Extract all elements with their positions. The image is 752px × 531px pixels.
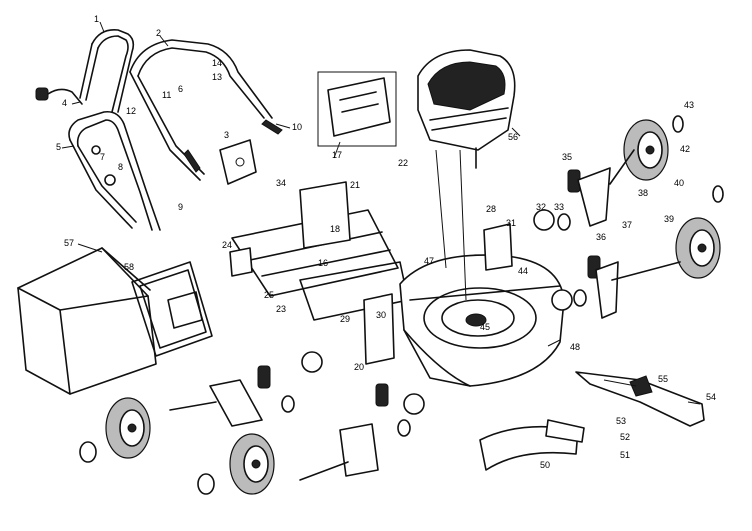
label-lock-nut: 36	[596, 232, 606, 242]
label-blade-adapter: 55	[658, 374, 668, 384]
label-rod: 18	[330, 224, 340, 234]
label-height-bracket: 29	[340, 314, 350, 324]
bracket-drawing	[219, 139, 257, 185]
label-shaft: 45	[480, 322, 490, 332]
skirt-drawing	[479, 419, 585, 471]
wheel-lower-left-1	[105, 397, 151, 459]
label-handle-lower: 2	[156, 28, 161, 38]
label-lever: 22	[398, 158, 408, 168]
label-hub-nut: 39	[664, 214, 674, 224]
label-nut: 23	[276, 304, 286, 314]
hub-caps-drawing	[79, 115, 724, 495]
label-adapter-bolt: 51	[620, 450, 630, 460]
label-gear: 32	[536, 202, 546, 212]
label-handle-upper: 1	[94, 14, 99, 24]
label-blade-washer: 52	[620, 432, 630, 442]
label-handle-bolt: 5	[56, 142, 61, 152]
label-hub-washer: 42	[680, 144, 690, 154]
handle-lower-frame-drawing	[68, 110, 161, 231]
label-hub-cap: 43	[684, 100, 694, 110]
label-engine: 56	[508, 132, 518, 142]
mulch-plug-drawing	[317, 71, 397, 147]
part-labels: 1 2 3 4 5 6 7 8 9 10 11 12 13 14 16 17 1…	[56, 14, 716, 470]
label-rear-shield: 16	[318, 258, 328, 268]
wheel-lower-right	[675, 217, 721, 279]
engine-drawing	[417, 49, 516, 169]
label-deck: 48	[570, 342, 580, 352]
label-baffle: 44	[518, 266, 528, 276]
label-bracket: 3	[224, 130, 229, 140]
label-blade-bolt: 53	[616, 416, 626, 426]
label-knob: 4	[62, 98, 67, 108]
gears-drawing	[281, 209, 587, 437]
label-wheel-bolt: 38	[638, 188, 648, 198]
upper-handle-drawing	[79, 28, 135, 113]
label-blade: 54	[706, 392, 716, 402]
label-door-hinge: 25	[264, 290, 274, 300]
label-height-knob: 35	[562, 152, 572, 162]
label-control-bar: 10	[292, 122, 302, 132]
label-spacer: 31	[506, 218, 516, 228]
label-rear-door: 24	[222, 240, 232, 250]
label-washer: 8	[118, 162, 123, 172]
label-clip: 6	[178, 84, 183, 94]
deck-drawing	[399, 254, 565, 387]
label-spring: 12	[126, 106, 136, 116]
rear-door-drawing	[229, 181, 399, 297]
label-cable-tie: 7	[100, 152, 105, 162]
label-bolt: 21	[350, 180, 360, 190]
label-screw: 14	[212, 58, 222, 68]
label-grass-bag: 57	[64, 238, 74, 248]
label-deflector-bolt: 34	[276, 178, 286, 188]
axle-plates-drawing	[209, 167, 619, 477]
bag-frame-drawing	[131, 261, 213, 357]
wheel-lower-left-2	[229, 433, 275, 495]
label-cable-clip: 11	[162, 90, 171, 100]
knob-drawing	[35, 87, 83, 105]
control-bar-drawing	[183, 119, 283, 173]
label-deck-bolt: 47	[424, 256, 434, 266]
label-axle-plate: 37	[622, 220, 632, 230]
label-pin: 13	[212, 72, 222, 82]
label-skirt: 50	[540, 460, 550, 470]
label-adjuster-bolt: 30	[376, 310, 386, 320]
label-knob-bolt: 9	[178, 202, 183, 212]
label-bushing: 33	[554, 202, 564, 212]
grass-bag-drawing	[17, 247, 157, 395]
label-axle-bracket: 20	[354, 362, 364, 372]
leader-lines	[61, 21, 701, 405]
label-bag-frame: 58	[124, 262, 134, 272]
wheel-upper-right	[623, 119, 669, 181]
label-pivot-bracket: 28	[486, 204, 496, 214]
blade-drawing	[575, 371, 705, 427]
label-mulch-plug: 17	[332, 150, 342, 160]
label-wheel: 40	[674, 178, 684, 188]
